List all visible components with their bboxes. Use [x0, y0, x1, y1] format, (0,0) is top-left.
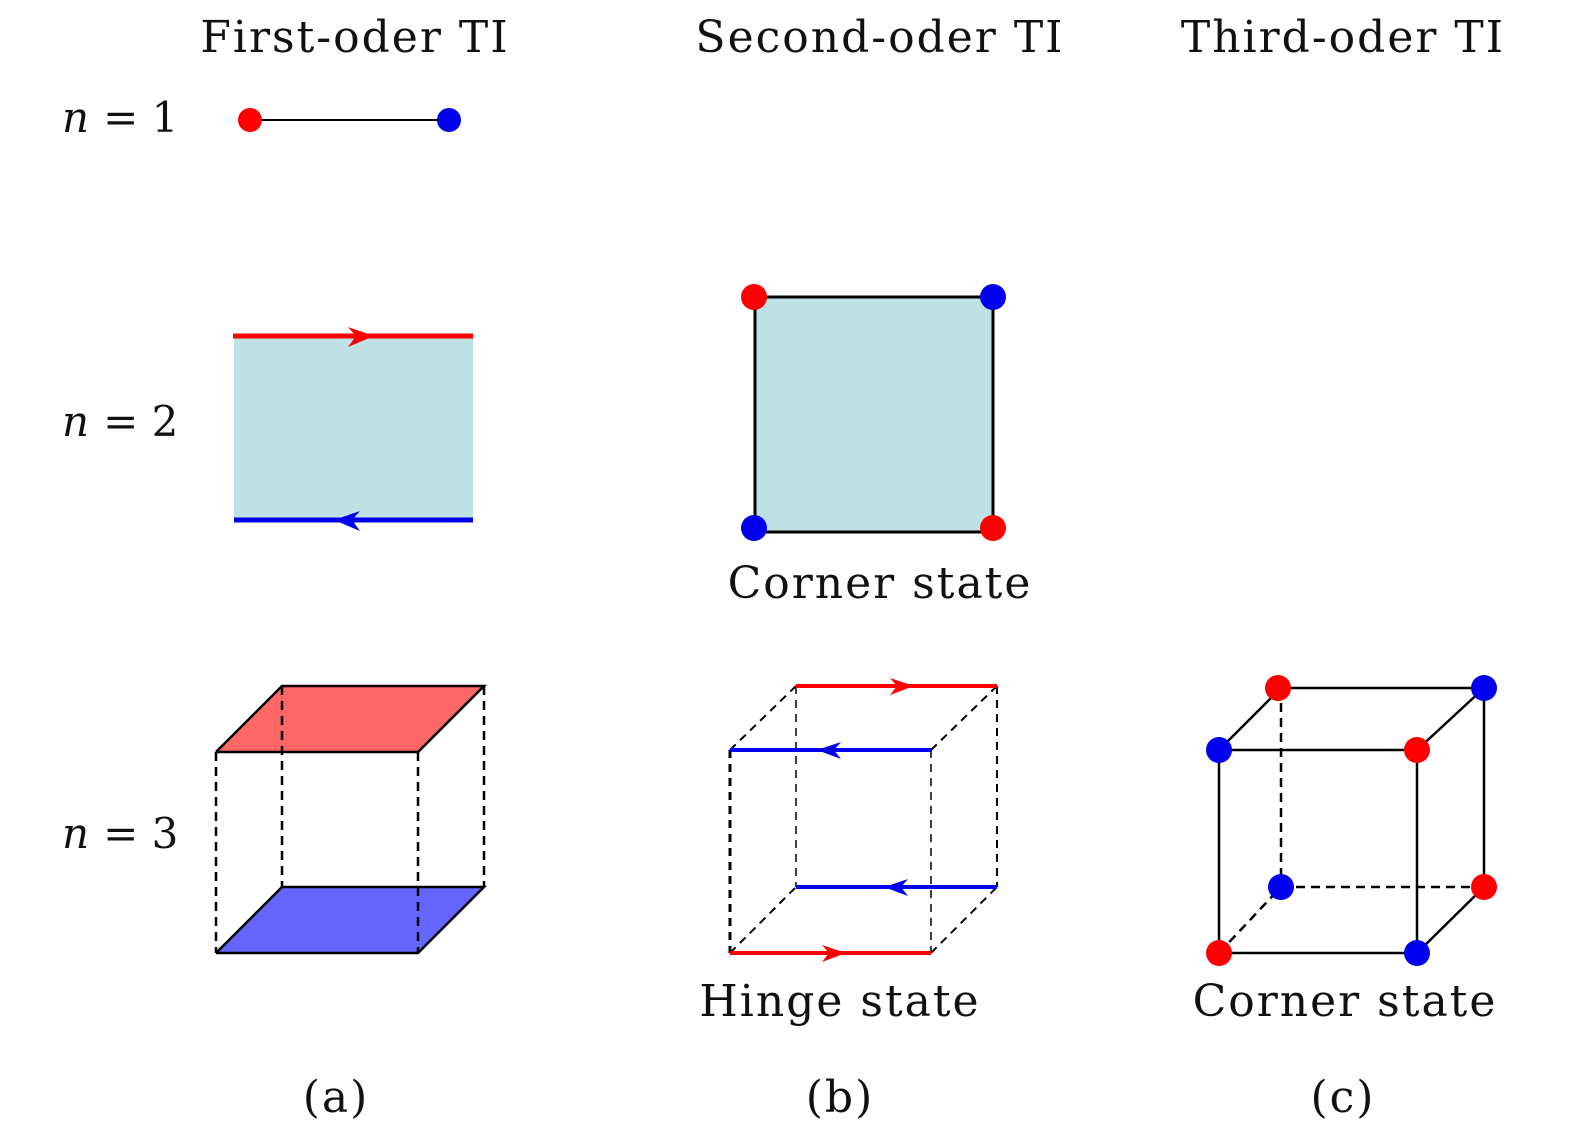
bottom-surface-blue [216, 887, 484, 953]
corner-state-red [1471, 874, 1497, 900]
corner-state-red [741, 284, 767, 310]
row-eq: = 3 [103, 809, 178, 858]
bulk-surface [234, 336, 473, 520]
caption-a: (a) [303, 1072, 370, 1123]
arrow-left-icon [884, 879, 908, 896]
solid-edges [1217, 686, 1486, 955]
second-order-3d-hinge-states [728, 678, 998, 962]
corner-state-blue [1471, 675, 1497, 701]
first-order-3d-surface-states [214, 684, 488, 955]
row-var: n [62, 93, 89, 142]
solid-edges [215, 684, 488, 955]
dashed-edges [214, 686, 486, 953]
corner-state-red [980, 515, 1006, 541]
row-var: n [62, 397, 89, 446]
arrow-right-icon [890, 678, 914, 695]
corner-state-blue [1206, 737, 1232, 763]
row-eq: = 2 [103, 397, 178, 446]
annotation-corner-state-2d: Corner state [728, 558, 1033, 609]
corner-state-blue [741, 515, 767, 541]
header-second-order: Second-oder TI [695, 12, 1064, 63]
top-surface-red [216, 686, 484, 752]
header-first-order: First-oder TI [200, 12, 509, 63]
row-label-n1: n = 1 [62, 93, 178, 142]
svg-text:n= 1: n = 1 [62, 93, 178, 142]
annotation-hinge-state: Hinge state [699, 976, 980, 1027]
bulk-square [753, 295, 995, 534]
dashed-edges [728, 685, 998, 954]
end-state-blue [437, 108, 461, 132]
second-order-2d-corner-states [741, 284, 1006, 541]
annotation-corner-state-3d: Corner state [1193, 976, 1498, 1027]
row-label-n3: n = 3 [62, 809, 178, 858]
arrow-right-icon [822, 945, 846, 962]
corner-state-red [1404, 737, 1430, 763]
arrow-left-icon [817, 742, 841, 759]
first-order-1d-chain [238, 108, 461, 132]
corner-state-blue [980, 284, 1006, 310]
arrow-right-icon [348, 327, 374, 347]
arrow-left-icon [334, 511, 360, 531]
svg-text:n= 2: n = 2 [62, 397, 178, 446]
row-eq: = 1 [103, 93, 178, 142]
svg-text:n= 3: n = 3 [62, 809, 178, 858]
third-order-3d-corner-states [1206, 675, 1497, 966]
row-label-n2: n = 2 [62, 397, 178, 446]
dashed-edges [1218, 688, 1484, 954]
caption-b: (b) [806, 1072, 875, 1123]
corner-state-red [1206, 940, 1232, 966]
corner-state-blue [1404, 940, 1430, 966]
caption-c: (c) [1311, 1072, 1376, 1123]
first-order-2d-edge-states [233, 327, 473, 531]
end-state-red [238, 108, 262, 132]
corner-state-red [1265, 675, 1291, 701]
corner-state-blue [1268, 874, 1294, 900]
row-var: n [62, 809, 89, 858]
header-third-order: Third-oder TI [1181, 12, 1505, 63]
